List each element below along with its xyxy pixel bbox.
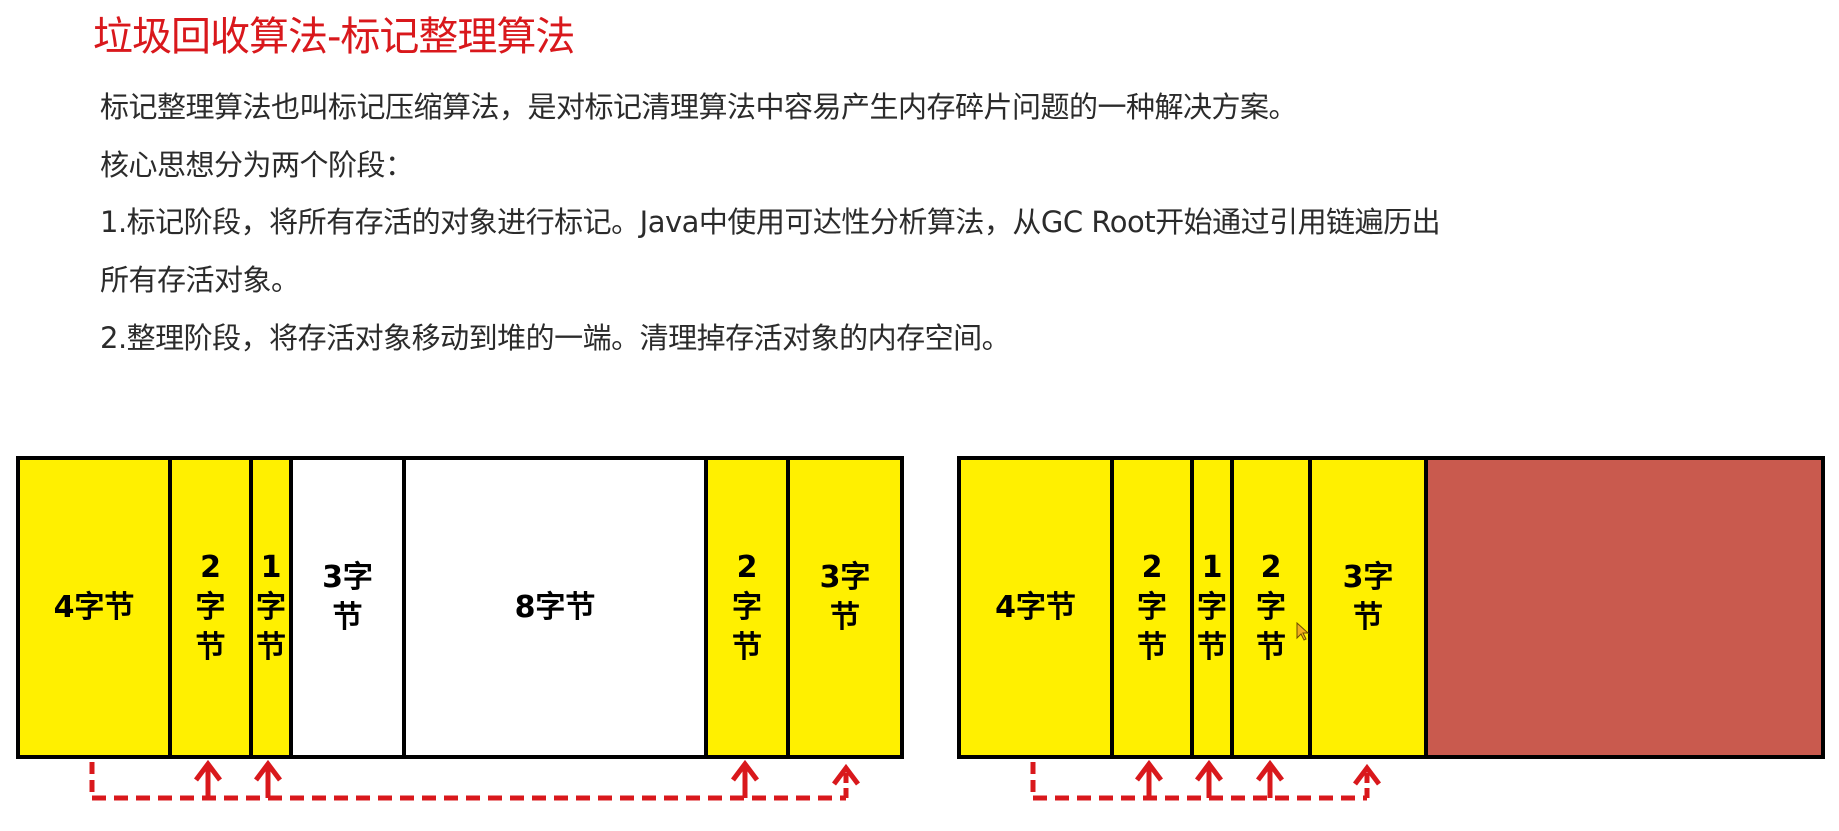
block-label: 4字节	[53, 589, 135, 625]
heap-block-3-bytes-moved: 3字 节	[1312, 460, 1428, 755]
block-label: 2 字 节	[1137, 549, 1167, 665]
heap-block-3-bytes-free: 3字 节	[293, 460, 406, 755]
reference-chain-before	[89, 762, 849, 801]
paragraph-compact-phase: 2.整理阶段，将存活对象移动到堆的一端。清理掉存活对象的内存空间。	[100, 321, 1011, 355]
mouse-cursor-icon	[1296, 622, 1310, 641]
heap-block-4-bytes: 4字节	[20, 460, 172, 755]
arrowheads-before	[194, 759, 860, 786]
heap-block-2-bytes-b: 2 字 节	[708, 460, 790, 755]
block-label: 1 字 节	[1197, 549, 1227, 665]
arrowheads-after	[1135, 759, 1381, 786]
block-label: 3字 节	[819, 559, 871, 635]
block-label: 8字节	[514, 589, 596, 625]
paragraph-intro: 标记整理算法也叫标记压缩算法，是对标记清理算法中容易产生内存碎片问题的一种解决方…	[100, 90, 1298, 124]
block-label: 3字 节	[1342, 559, 1394, 635]
heap-before-diagram: 4字节 2 字 节 1 字 节 3字 节 8字节 2 字 节 3字 节	[16, 456, 904, 759]
heap-block-2-bytes: 2 字 节	[1114, 460, 1194, 755]
heap-block-1-byte: 1 字 节	[1194, 460, 1234, 755]
heap-block-1-byte: 1 字 节	[253, 460, 293, 755]
block-label: 2 字 节	[1256, 549, 1286, 665]
heap-block-8-bytes-free: 8字节	[406, 460, 708, 755]
heap-reclaimed-space	[1428, 460, 1821, 755]
heap-block-2-bytes: 2 字 节	[172, 460, 253, 755]
heap-block-4-bytes: 4字节	[961, 460, 1114, 755]
block-label: 2 字 节	[732, 549, 762, 665]
paragraph-phases: 核心思想分为两个阶段：	[100, 148, 414, 182]
slide-title: 垃圾回收算法-标记整理算法	[93, 14, 575, 60]
heap-block-3-bytes: 3字 节	[790, 460, 900, 755]
block-label: 4字节	[995, 589, 1076, 625]
paragraph-mark-phase: 1.标记阶段，将所有存活的对象进行标记。Java中使用可达性分析算法，从GC R…	[100, 205, 1441, 239]
block-label: 2 字 节	[195, 549, 226, 665]
reference-chain-after	[1030, 762, 1370, 801]
block-label: 1 字 节	[256, 549, 286, 665]
block-label: 3字 节	[322, 559, 373, 635]
paragraph-mark-phase-cont: 所有存活对象。	[100, 263, 300, 297]
heap-block-2-bytes-moved: 2 字 节	[1234, 460, 1312, 755]
heap-after-diagram: 4字节 2 字 节 1 字 节 2 字 节 3字 节	[957, 456, 1825, 759]
